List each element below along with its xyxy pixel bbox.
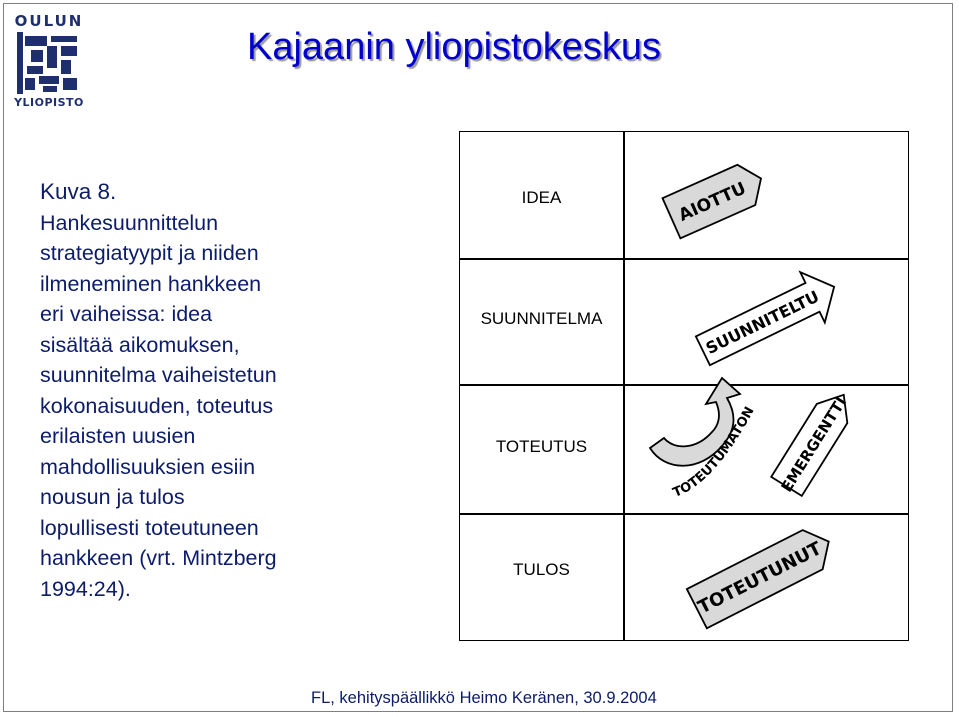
caption-line: erilaisten uusien bbox=[40, 424, 196, 448]
arrow-suunniteltu-label: SUUNNITELTU bbox=[703, 287, 822, 358]
university-logo: OULUN YLIOPISTO bbox=[14, 10, 84, 114]
arrow-emergentti: EMERGENTTI bbox=[769, 393, 850, 498]
footer-author: FL, kehityspäällikkö Heimo Keränen, 30.9… bbox=[311, 689, 657, 707]
arrow-toteutunut-shape bbox=[685, 529, 830, 630]
figure-caption: Kuva 8. Hankesuunnittelun strategiatyypi… bbox=[40, 177, 360, 604]
caption-line: nousun ja tulos bbox=[40, 485, 185, 509]
caption-line: eri vaiheissa: idea bbox=[40, 302, 213, 326]
diagram-divider-row bbox=[460, 513, 908, 515]
slide-frame bbox=[3, 3, 953, 712]
arrow-toteutumaton-shape bbox=[648, 376, 742, 467]
diagram-divider-vertical bbox=[623, 132, 625, 640]
caption-line: suunnitelma vaiheistetun bbox=[40, 363, 277, 387]
caption-line: mahdollisuuksien esiin bbox=[40, 454, 256, 479]
caption-line: kokonaisuuden, toteutus bbox=[40, 393, 274, 418]
arrow-emergentti-shape bbox=[769, 393, 849, 498]
page-title: Kajaanin yliopistokeskus bbox=[247, 26, 662, 68]
arrow-toteutunut: TOTEUTUNUT bbox=[685, 529, 830, 630]
arrow-aiottu: AIOTTU bbox=[661, 163, 763, 240]
arrow-toteutumaton: TOTEUTUMATON bbox=[648, 376, 758, 501]
caption-line: strategiatyypit ja niiden bbox=[40, 241, 259, 265]
caption-line: ilmeneminen hankkeen bbox=[40, 271, 262, 296]
logo-mark-icon bbox=[17, 32, 77, 94]
logo-text-bottom: YLIOPISTO bbox=[14, 96, 84, 109]
caption-line: lopullisesti toteutuneen bbox=[40, 515, 259, 540]
strategy-diagram: IDEA SUUNNITELMA TOTEUTUS TULOS AIOTTU S… bbox=[459, 131, 909, 641]
row-label-idea: IDEA bbox=[521, 188, 562, 207]
row-label-toteutus: TOTEUTUS bbox=[495, 437, 588, 456]
diagram-divider-row bbox=[460, 384, 908, 386]
strategy-arrows: AIOTTU SUUNNITELTU TOTEUTUMATON EMERGENT… bbox=[648, 163, 850, 630]
arrow-aiottu-shape bbox=[661, 163, 763, 240]
caption-line: hankkeen (vrt. Mintzberg bbox=[40, 546, 277, 570]
arrow-suunniteltu-shape bbox=[694, 270, 836, 367]
diagram-divider-row bbox=[460, 258, 908, 260]
row-label-suunnitelma: SUUNNITELMA bbox=[480, 309, 603, 328]
caption-line: 1994:24). bbox=[40, 576, 131, 601]
logo-text-top: OULUN bbox=[14, 12, 84, 30]
caption-line: Kuva 8. bbox=[40, 179, 117, 204]
arrow-suunniteltu: SUUNNITELTU bbox=[694, 270, 836, 367]
caption-line: Hankesuunnittelun bbox=[40, 210, 219, 235]
row-label-tulos: TULOS bbox=[513, 560, 570, 579]
caption-line: sisältää aikomuksen, bbox=[40, 332, 240, 357]
